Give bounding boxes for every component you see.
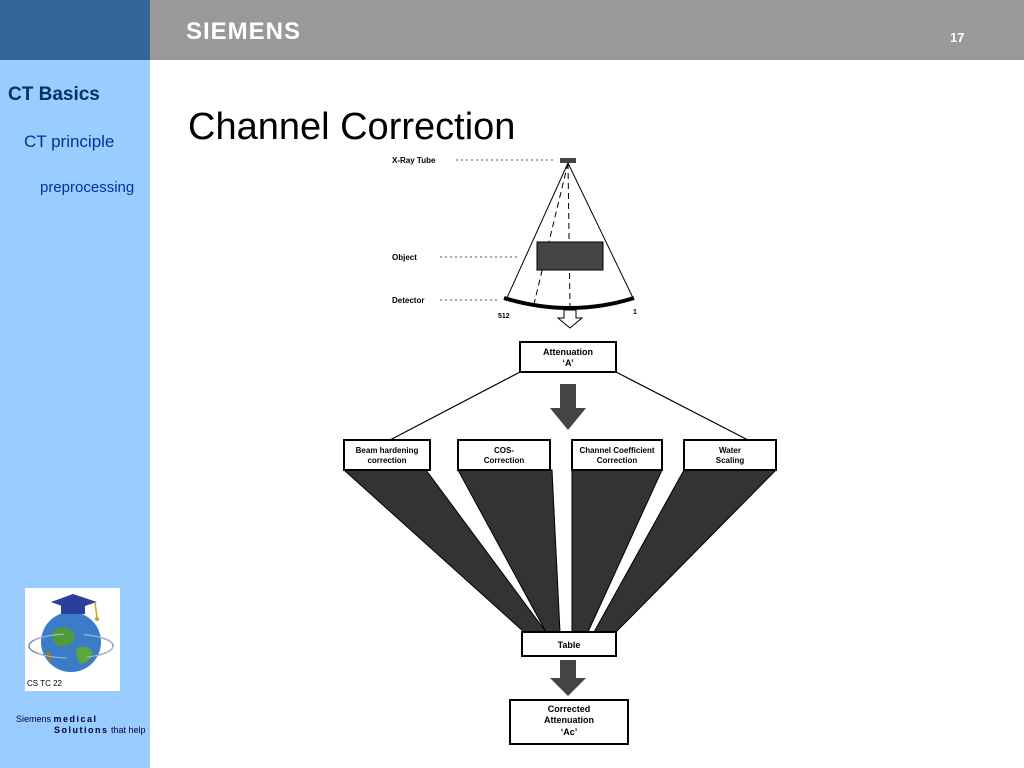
ray-dashed-1	[533, 162, 569, 305]
box-table	[521, 631, 617, 657]
logo-caption: CS TC 22	[27, 679, 62, 688]
arrow-down-solid-icon-2	[550, 660, 586, 696]
channel-coefficient-line1: Channel Coefficient	[579, 446, 654, 455]
branch-line-right	[615, 371, 749, 441]
attenuation-line2: ‘A’	[562, 358, 573, 368]
water-scaling-line1: Water	[719, 446, 741, 455]
channel-correction-diagram: X-Ray Tube Object Detector 512 1 Attenua…	[340, 152, 780, 752]
box-beam-hardening	[343, 439, 431, 471]
label-channel-512: 512	[498, 313, 510, 320]
page-number: 17	[950, 30, 965, 45]
arrow-down-solid-icon	[550, 384, 586, 430]
fan-beam-left	[505, 162, 569, 301]
footer-word-medical: medical	[53, 714, 98, 724]
beam-hardening-line1: Beam hardening	[356, 446, 419, 455]
label-object: Object	[392, 253, 417, 262]
beam-hardening-line2: correction	[367, 456, 406, 465]
fan-beam-right	[567, 162, 635, 301]
page-title: Channel Correction	[188, 106, 516, 148]
sidebar-item-ct-basics[interactable]: CT Basics	[8, 84, 100, 105]
x-ray-tube	[560, 158, 576, 163]
ray-dashed-2	[567, 162, 571, 307]
graduation-globe-logo	[25, 588, 120, 691]
attenuation-line1: Attenuation	[543, 347, 593, 357]
corrected-line2: Attenuation	[544, 715, 594, 725]
box-channel-coefficient	[571, 439, 663, 471]
footer-tagline-line1: Siemens medical	[16, 714, 98, 724]
object-block	[536, 241, 604, 271]
channel-coefficient-line2: Correction	[597, 456, 638, 465]
header-left-band	[0, 0, 150, 60]
corrected-line1: Corrected	[548, 704, 591, 714]
cos-line1: COS-	[494, 446, 514, 455]
label-detector: Detector	[392, 296, 424, 305]
corrected-line3: ‘Ac’	[561, 727, 578, 737]
label-x-ray-tube: X-Ray Tube	[392, 156, 436, 165]
footer-company: Siemens	[16, 714, 52, 724]
globe-icon	[28, 594, 114, 672]
header-bar	[150, 0, 1024, 60]
footer-word-that-help: that help	[111, 725, 146, 735]
sidebar-item-preprocessing[interactable]: preprocessing	[40, 179, 135, 196]
box-water-scaling	[683, 439, 777, 471]
box-cos-correction	[457, 439, 551, 471]
diagram-canvas: X-Ray Tube Object Detector 512 1 Attenua…	[342, 156, 778, 745]
label-channel-1: 1	[633, 309, 637, 316]
arrow-down-hollow-icon	[556, 309, 584, 329]
branch-line-left	[389, 371, 521, 441]
detector-arc	[503, 296, 635, 310]
table-label: Table	[558, 640, 581, 650]
footer-word-solutions: Solutions	[54, 725, 109, 735]
cos-line2: Correction	[484, 456, 525, 465]
box-corrected-attenuation	[509, 699, 629, 745]
sidebar-item-ct-principle[interactable]: CT principle	[24, 132, 115, 151]
footer-tagline-line2: Solutions that help	[54, 725, 146, 735]
siemens-logo: SIEMENS	[186, 18, 302, 45]
water-scaling-line2: Scaling	[716, 456, 745, 465]
box-attenuation	[519, 341, 617, 373]
